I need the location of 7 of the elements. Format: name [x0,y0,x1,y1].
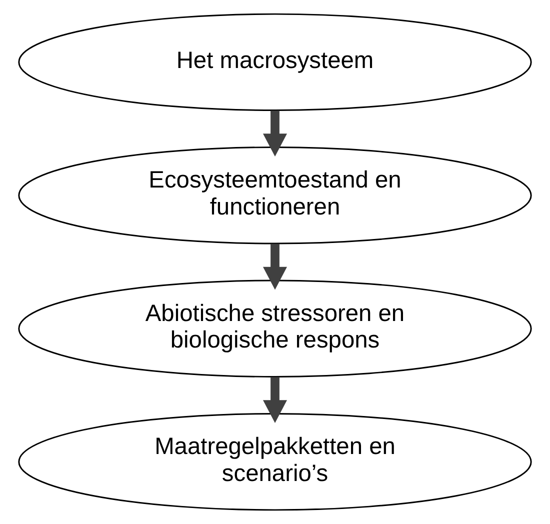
node-ellipse: Maatregelpakketten en scenario’s [18,412,532,511]
arrow [262,110,288,156]
arrow [262,244,288,290]
node-ellipse: Abiotische stressoren en biologische respons [18,280,532,378]
node-ellipse: Ecosysteemtoestand en functioneren [18,146,532,244]
arrow [262,377,288,423]
node-ellipse: Het macrosysteem [18,13,532,112]
